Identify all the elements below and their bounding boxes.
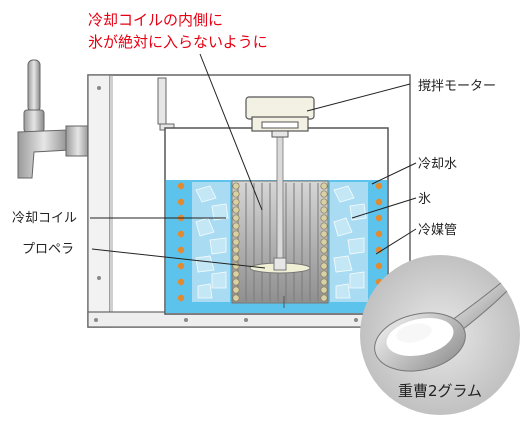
coil-bead: [232, 222, 240, 230]
coil-bead: [320, 182, 328, 190]
refrigerant-pipe-dot: [375, 214, 383, 222]
baking-soda-inset: 重曹2グラム: [360, 255, 520, 415]
machine-frame: [87, 74, 411, 328]
label-propeller: プロペラ: [22, 242, 74, 257]
label-stirring-motor: 撹拌モーター: [418, 79, 496, 94]
refrigerant-pipe-dot: [177, 230, 185, 238]
refrigerant-pipe-dot: [375, 262, 383, 270]
coil-bead: [232, 214, 240, 222]
coil-bead: [232, 190, 240, 198]
stirring-motor: [245, 96, 315, 138]
leader-lines: [90, 53, 417, 269]
refrigerant-pipe-dot: [177, 182, 185, 190]
coil-bead: [320, 294, 328, 302]
inset-caption: 重曹2グラム: [398, 382, 482, 400]
coil-bead: [320, 262, 328, 270]
coil-bead: [232, 286, 240, 294]
propeller: [249, 257, 311, 274]
coil-bead: [232, 182, 240, 190]
coil-bead: [320, 238, 328, 246]
refrigerant-pipe-dot: [177, 278, 185, 286]
beer-tap: [17, 59, 91, 179]
label-ice: 氷: [418, 192, 431, 207]
label-cooling-water: 冷却水: [418, 157, 457, 172]
coil-bead: [320, 286, 328, 294]
coil-bead: [232, 278, 240, 286]
coil-bead: [232, 254, 240, 262]
coil-bead: [320, 190, 328, 198]
coil-bead: [232, 230, 240, 238]
warning-line-1: 冷却コイルの内側に: [88, 11, 223, 29]
coil-bead: [320, 198, 328, 206]
coil-bead: [320, 254, 328, 262]
stirrer-shaft: [276, 133, 284, 269]
coil-bead: [232, 246, 240, 254]
label-refrigerant-pipe: 冷媒管: [418, 223, 457, 238]
coil-bead: [320, 278, 328, 286]
coil-bead: [320, 270, 328, 278]
refrigerant-pipe-dot: [375, 230, 383, 238]
refrigerant-pipe-dot: [177, 262, 185, 270]
refrigerant-pipe-dot: [177, 198, 185, 206]
coil-bead: [320, 206, 328, 214]
refrigerant-pipe-dot: [375, 182, 383, 190]
coil-bead: [232, 198, 240, 206]
warning-line-2: 氷が絶対に入らないように: [88, 33, 268, 51]
coil-bead: [232, 262, 240, 270]
refrigerant-pipe-dot: [177, 246, 185, 254]
coil-bead: [232, 294, 240, 302]
coil-bead: [320, 222, 328, 230]
refrigerant-pipe-dot: [375, 198, 383, 206]
refrigerant-pipe-dot: [177, 294, 185, 302]
tank: [164, 127, 389, 315]
coil-bead: [232, 206, 240, 214]
coil-bead: [320, 214, 328, 222]
coil-bead: [232, 238, 240, 246]
label-cooling-coil: 冷却コイル: [12, 211, 77, 226]
coil-bead: [232, 270, 240, 278]
coil-bead: [320, 230, 328, 238]
coil-bead: [320, 246, 328, 254]
